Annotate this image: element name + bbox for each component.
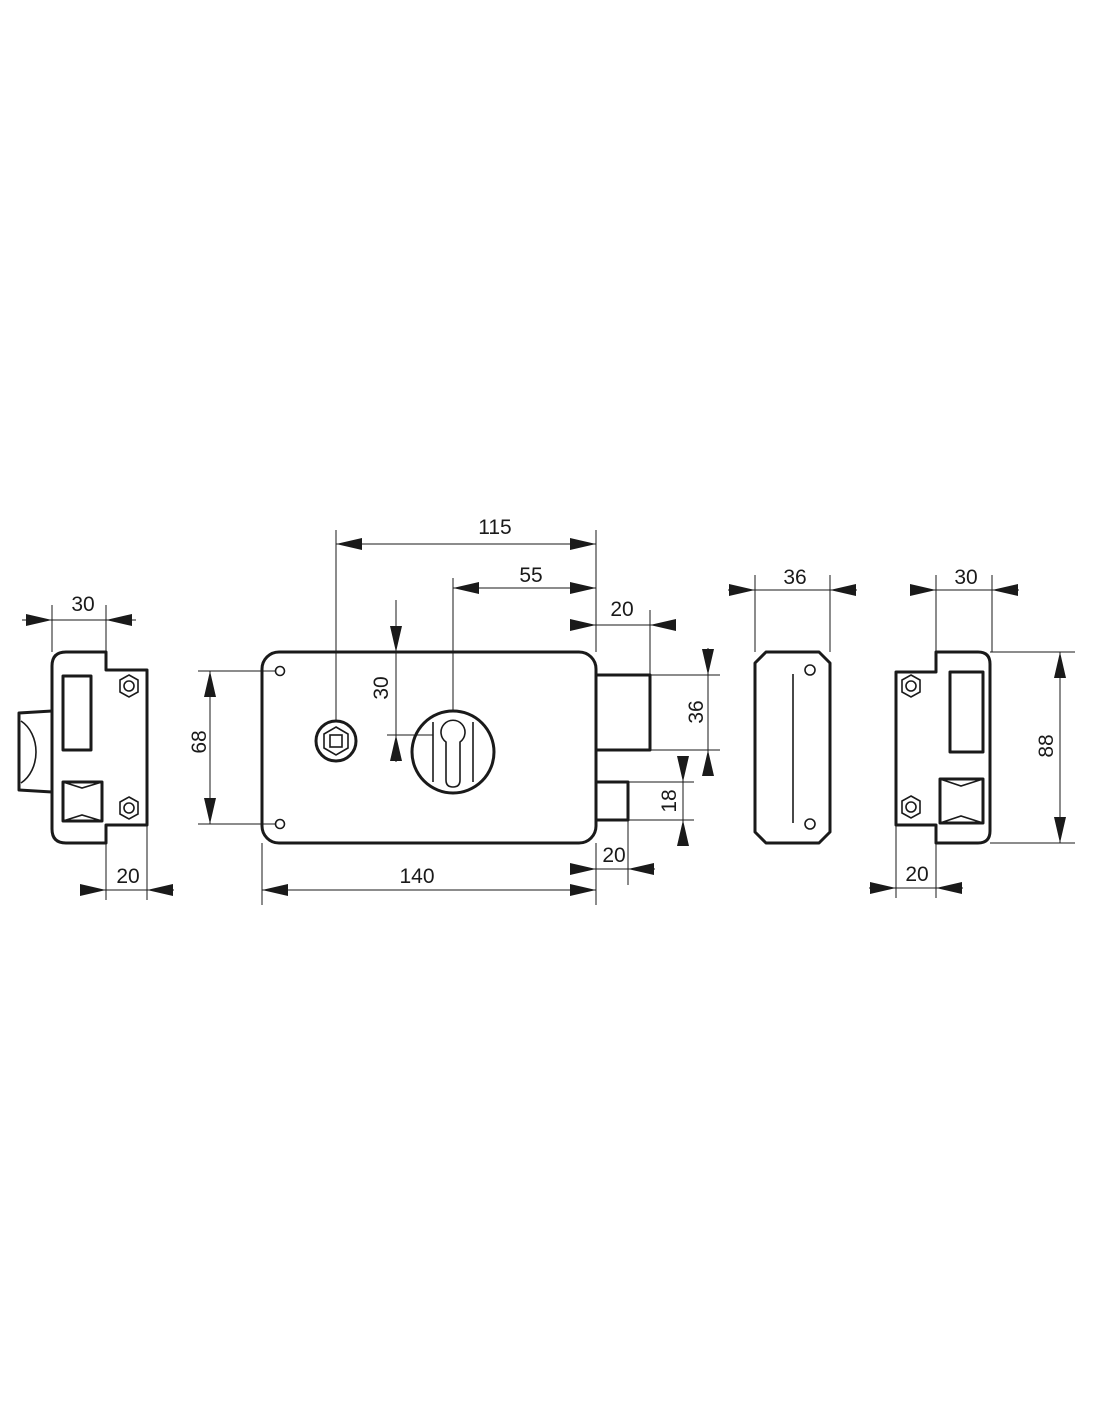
mounting-hole — [804, 664, 816, 676]
cylinder-rose-icon — [410, 709, 496, 795]
screw-icon — [901, 795, 921, 819]
dimension-label-width: 30 — [954, 566, 977, 589]
left-strike-view: 30 20 — [17, 593, 174, 900]
screw-icon — [119, 674, 139, 698]
dimension-label-latch-height: 18 — [658, 789, 681, 812]
dimension-label-screw-spacing: 68 — [188, 730, 211, 753]
mounting-hole — [804, 818, 816, 830]
dimension-label-latch-projection: 20 — [602, 844, 625, 867]
front-view: 68 115 55 30 20 36 18 — [188, 516, 720, 905]
latch-slot-bevel — [62, 781, 103, 822]
dimension-label-bolt-offset: 115 — [478, 516, 511, 539]
dimension-label-cylinder-height: 30 — [370, 676, 393, 699]
latch-keeper-curve — [20, 720, 37, 784]
screw-icon — [901, 674, 921, 698]
strike-plate-outline — [894, 650, 992, 845]
dimension-label-offset: 20 — [116, 865, 139, 888]
strike-plate-outline — [50, 650, 149, 845]
bolt-slot — [61, 674, 93, 752]
latch-bolt — [594, 780, 630, 822]
right-strike-view: 30 20 88 — [869, 566, 1075, 898]
dimension-label-width: 30 — [71, 593, 94, 616]
dimension-label-body-length: 140 — [399, 865, 434, 888]
dimension-label-deadbolt-height: 36 — [685, 700, 708, 723]
mounting-hole — [274, 818, 286, 830]
screw-icon — [119, 796, 139, 820]
mounting-hole — [274, 665, 286, 677]
dimension-label-depth: 36 — [783, 566, 806, 589]
follower-nut-icon — [314, 719, 358, 763]
keyhole-icon — [440, 719, 466, 788]
side-body-outline — [753, 650, 832, 845]
dimension-label-cylinder-offset: 55 — [519, 564, 542, 587]
dimension-label-offset: 20 — [905, 863, 928, 886]
side-view: 36 — [728, 566, 857, 845]
dimension-label-height: 88 — [1035, 734, 1058, 757]
dimension-label-deadbolt-projection: 20 — [610, 598, 633, 621]
deadbolt — [594, 673, 652, 752]
bolt-slot — [948, 670, 985, 754]
latch-slot-bevel — [939, 778, 984, 824]
lock-body — [260, 650, 598, 845]
latch-keeper — [17, 709, 53, 794]
